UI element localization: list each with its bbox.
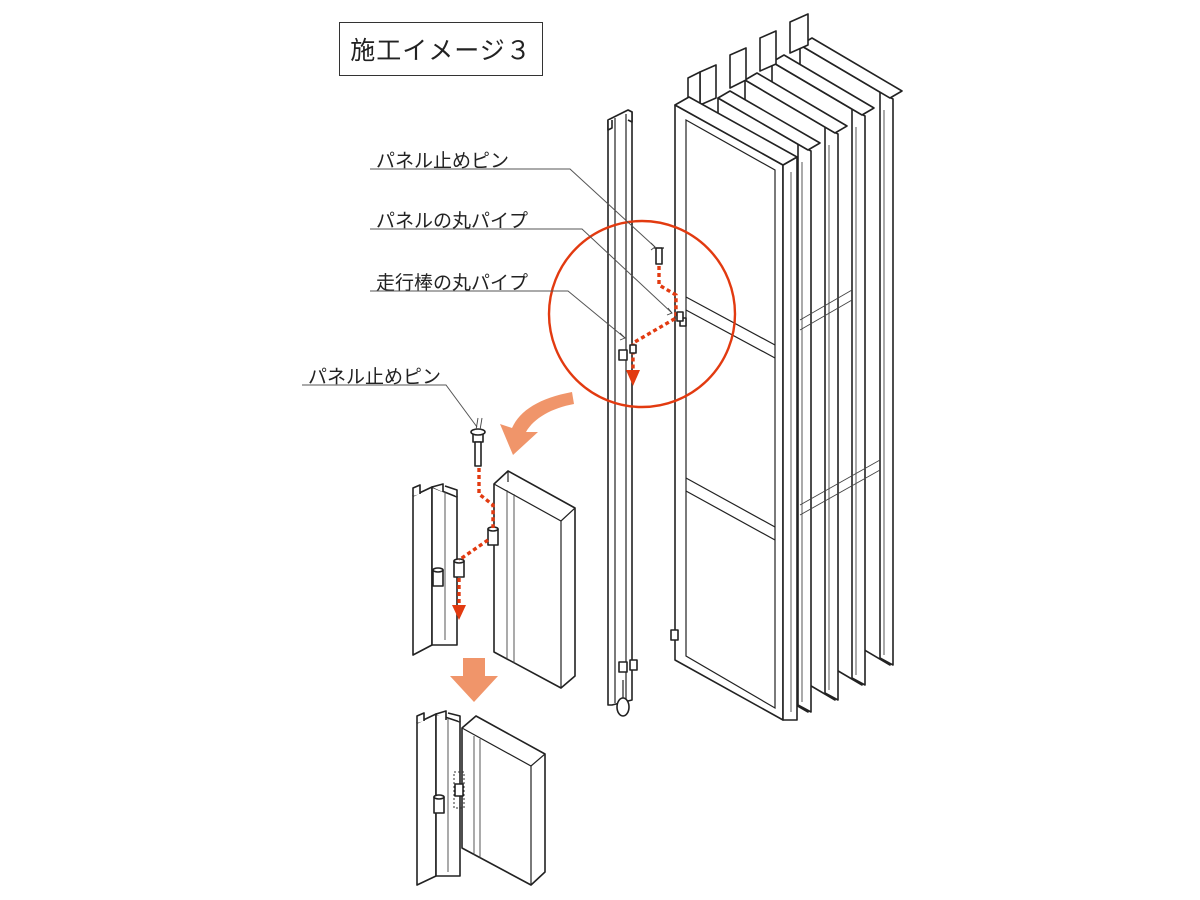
detail-circle [547, 219, 737, 409]
diagram-title: 施工イメージ３ [339, 22, 543, 76]
front-panel [670, 96, 798, 721]
callout-leaders [302, 168, 673, 428]
rail-bar [607, 109, 638, 717]
label-rail-round-pipe: 走行棒の丸パイプ [376, 272, 529, 294]
label-panel-pin-upper: パネル止めピン [376, 150, 510, 172]
assembled-detail [416, 710, 546, 886]
exploded-detail [412, 417, 576, 689]
curved-orange-arrow [500, 392, 574, 455]
label-panel-round-pipe: パネルの丸パイプ [376, 210, 529, 232]
folded-panel-stack [670, 13, 903, 721]
down-orange-arrow [450, 658, 498, 702]
detail-magnifier [547, 219, 737, 409]
label-panel-pin-lower: パネル止めピン [308, 366, 442, 388]
